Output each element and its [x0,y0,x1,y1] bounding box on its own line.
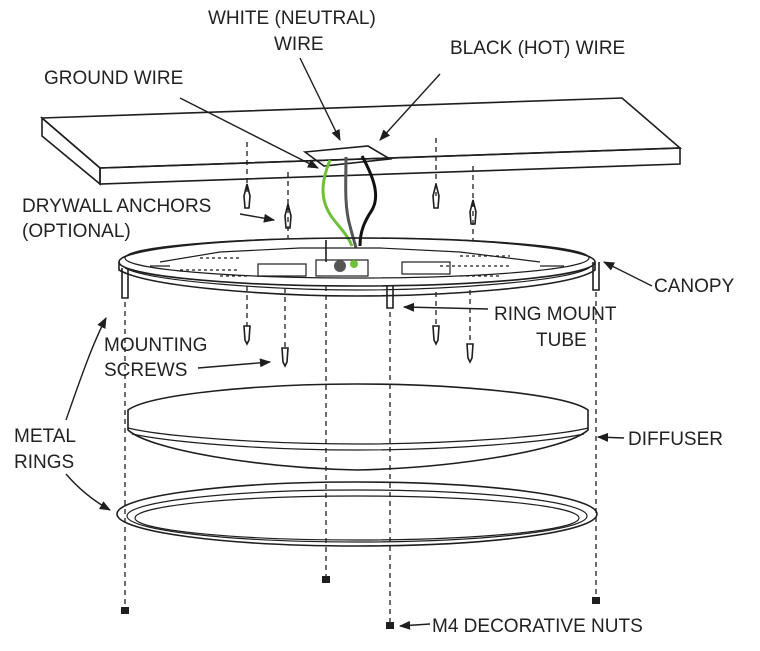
decorative-nuts-label: M4 DECORATIVE NUTS [432,616,643,637]
canopy-posts [121,262,600,309]
white-wire-label-line2: WIRE [274,34,324,55]
diffuser [127,383,589,471]
metal-ring [116,481,598,547]
black-wire-label: BLACK (HOT) WIRE [450,38,625,59]
wires [321,155,378,249]
ring-mount-tube-label: RING MOUNT [494,304,617,325]
metal-rings-label: METAL [14,426,76,447]
mounting-screws [243,325,474,368]
decorative-nuts [121,576,600,629]
ceiling-board [39,97,683,186]
white-wire-label: WHITE (NEUTRAL) [208,8,376,29]
drywall-anchors-label-line2: (OPTIONAL) [22,221,131,242]
alignment-lines [124,138,597,622]
metal-rings-label-line2: RINGS [14,452,74,473]
ring-mount-tube-label-line2: TUBE [536,330,587,351]
ground-wire-label: GROUND WIRE [44,68,183,89]
diffuser-label: DIFFUSER [628,429,723,450]
led-board [150,247,564,277]
black-wire [358,155,378,247]
canopy [118,237,596,297]
canopy-label: CANOPY [654,276,735,297]
leader-lines [65,57,653,630]
mounting-screws-label: MOUNTING [104,335,207,356]
junction-box [302,145,393,167]
drywall-anchors [243,183,477,229]
white-wire [344,156,358,249]
drywall-anchors-label: DRYWALL ANCHORS [22,196,211,217]
mounting-screws-label-line2: SCREWS [104,360,187,381]
